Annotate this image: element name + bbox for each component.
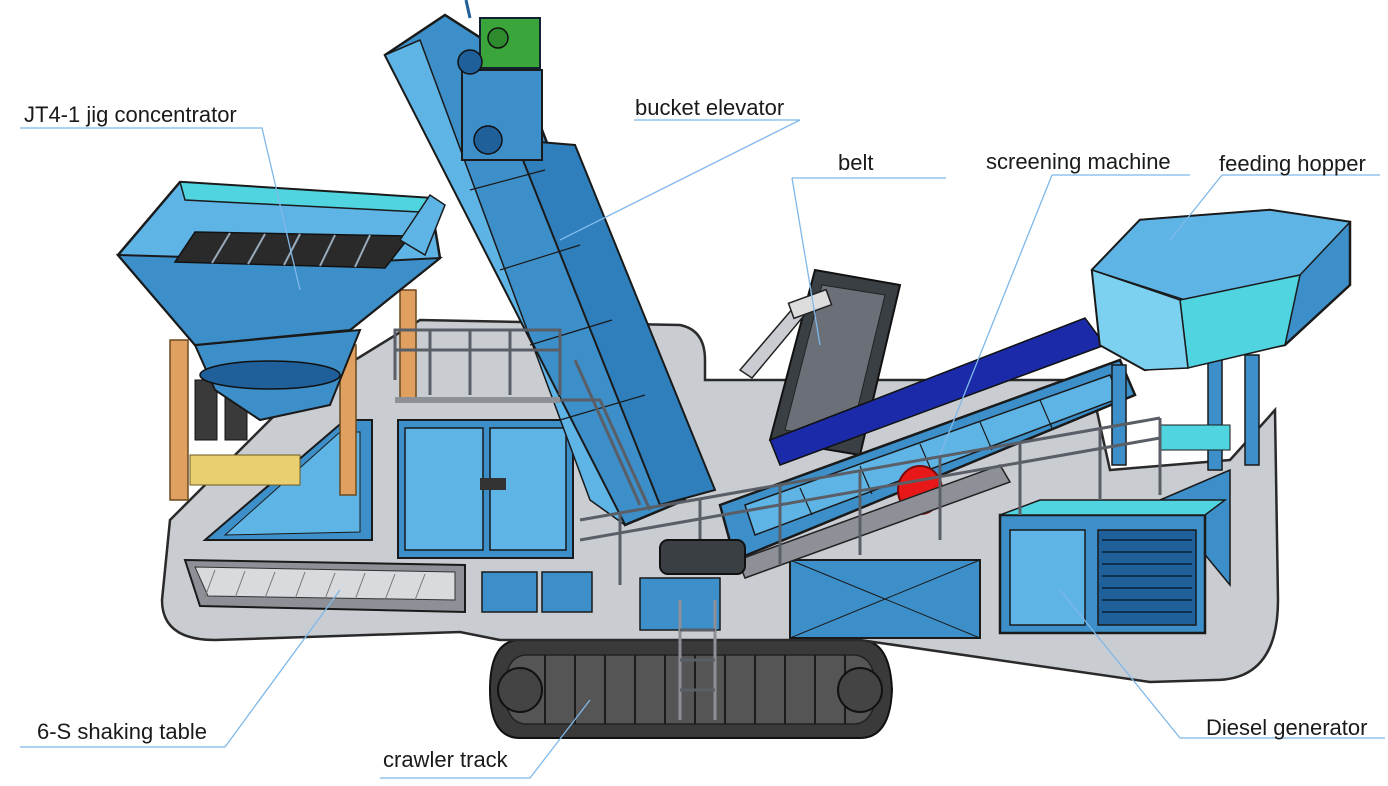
label-diesel-generator: Diesel generator — [1206, 715, 1368, 740]
crawler-track-drawing — [488, 639, 894, 739]
drum-pulley — [659, 539, 746, 575]
label-bucket-elevator: bucket elevator — [635, 95, 785, 120]
leader-lines — [20, 119, 1385, 779]
diesel-generator-drawing — [998, 499, 1228, 635]
label-belt: belt — [838, 150, 874, 175]
jig-concentrator-drawing — [115, 180, 444, 501]
label-jig-concentrator: JT4-1 jig concentrator — [24, 102, 237, 127]
bucket-elevator-drawing — [383, 0, 717, 527]
walkway-railings — [393, 328, 1162, 720]
shaking-table-drawing — [183, 558, 466, 614]
label-shaking-table: 6-S shaking table — [37, 719, 207, 744]
label-screening-machine: screening machine — [986, 149, 1171, 174]
label-crawler-track: crawler track — [383, 747, 508, 772]
feeding-hopper-drawing — [1090, 208, 1352, 471]
label-feeding-hopper: feeding hopper — [1219, 151, 1366, 176]
